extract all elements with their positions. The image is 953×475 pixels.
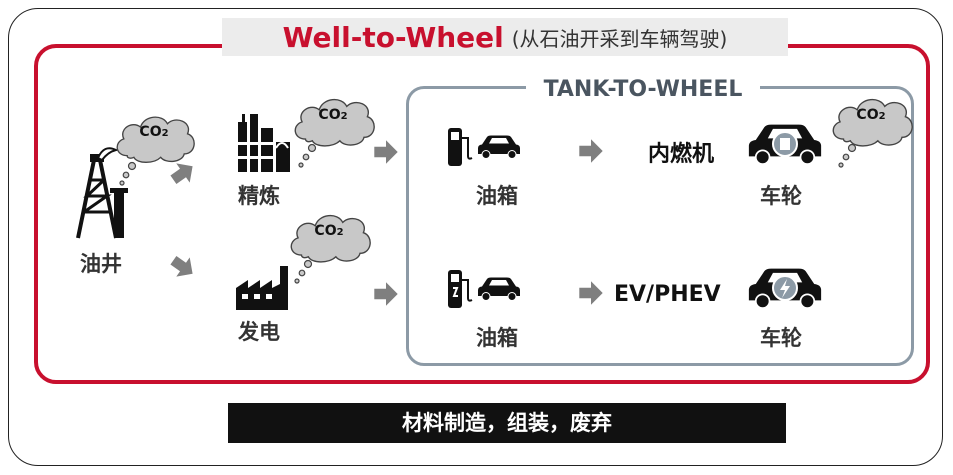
co2-cloud-icon: CO2 — [290, 94, 376, 148]
refinery-icon — [238, 114, 290, 172]
bottom-bar: 材料制造，组装，废弃 — [228, 403, 786, 443]
car-icon — [748, 123, 822, 165]
cloud-trail-icon — [838, 143, 857, 168]
arrow-icon — [373, 139, 399, 165]
fuel-pump-icon — [448, 128, 521, 166]
co2-sub: 2 — [878, 111, 886, 122]
arrow-icon — [578, 280, 604, 306]
label-engine-ev: EV/PHEV — [614, 282, 721, 307]
co2-text: CO — [139, 124, 162, 140]
cloud-trail-icon — [298, 143, 317, 168]
co2-cloud-icon: CO2 — [112, 112, 196, 164]
page-title: Well-to-Wheel (从石油开采到车辆驾驶) — [222, 18, 788, 56]
outer-frame — [8, 8, 943, 466]
arrow-icon — [373, 281, 399, 307]
label-refining: 精炼 — [238, 184, 280, 208]
cloud-trail-icon — [119, 161, 137, 186]
label-tank-bottom: 油箱 — [476, 326, 518, 350]
label-tank-top: 油箱 — [476, 184, 518, 208]
charging-station-icon — [448, 270, 521, 308]
title-main: Well-to-Wheel — [282, 20, 504, 54]
co2-sub: 2 — [161, 128, 169, 139]
arrow-icon — [578, 138, 604, 164]
co2-sub: 2 — [336, 227, 344, 238]
title-sub: (从石油开采到车辆驾驶) — [511, 26, 728, 51]
co2-text: CO — [318, 107, 341, 123]
co2-text: CO — [314, 223, 337, 239]
co2-text: CO — [856, 107, 879, 123]
label-engine-ice: 内燃机 — [648, 142, 715, 167]
label-wheel-bottom: 车轮 — [760, 326, 802, 350]
oil-derrick-icon — [76, 147, 128, 239]
label-power: 发电 — [238, 320, 280, 344]
tank-to-wheel-frame — [406, 86, 914, 366]
label-oil-well: 油井 — [80, 252, 122, 276]
factory-icon — [236, 266, 288, 310]
label-wheel-top: 车轮 — [760, 184, 802, 208]
co2-cloud-icon: CO2 — [828, 94, 914, 148]
tank-to-wheel-title: TANK-TO-WHEEL — [526, 74, 760, 106]
co2-cloud-icon: CO2 — [286, 210, 372, 264]
car-icon — [748, 267, 822, 309]
co2-sub: 2 — [340, 111, 348, 122]
cloud-trail-icon — [294, 259, 313, 284]
